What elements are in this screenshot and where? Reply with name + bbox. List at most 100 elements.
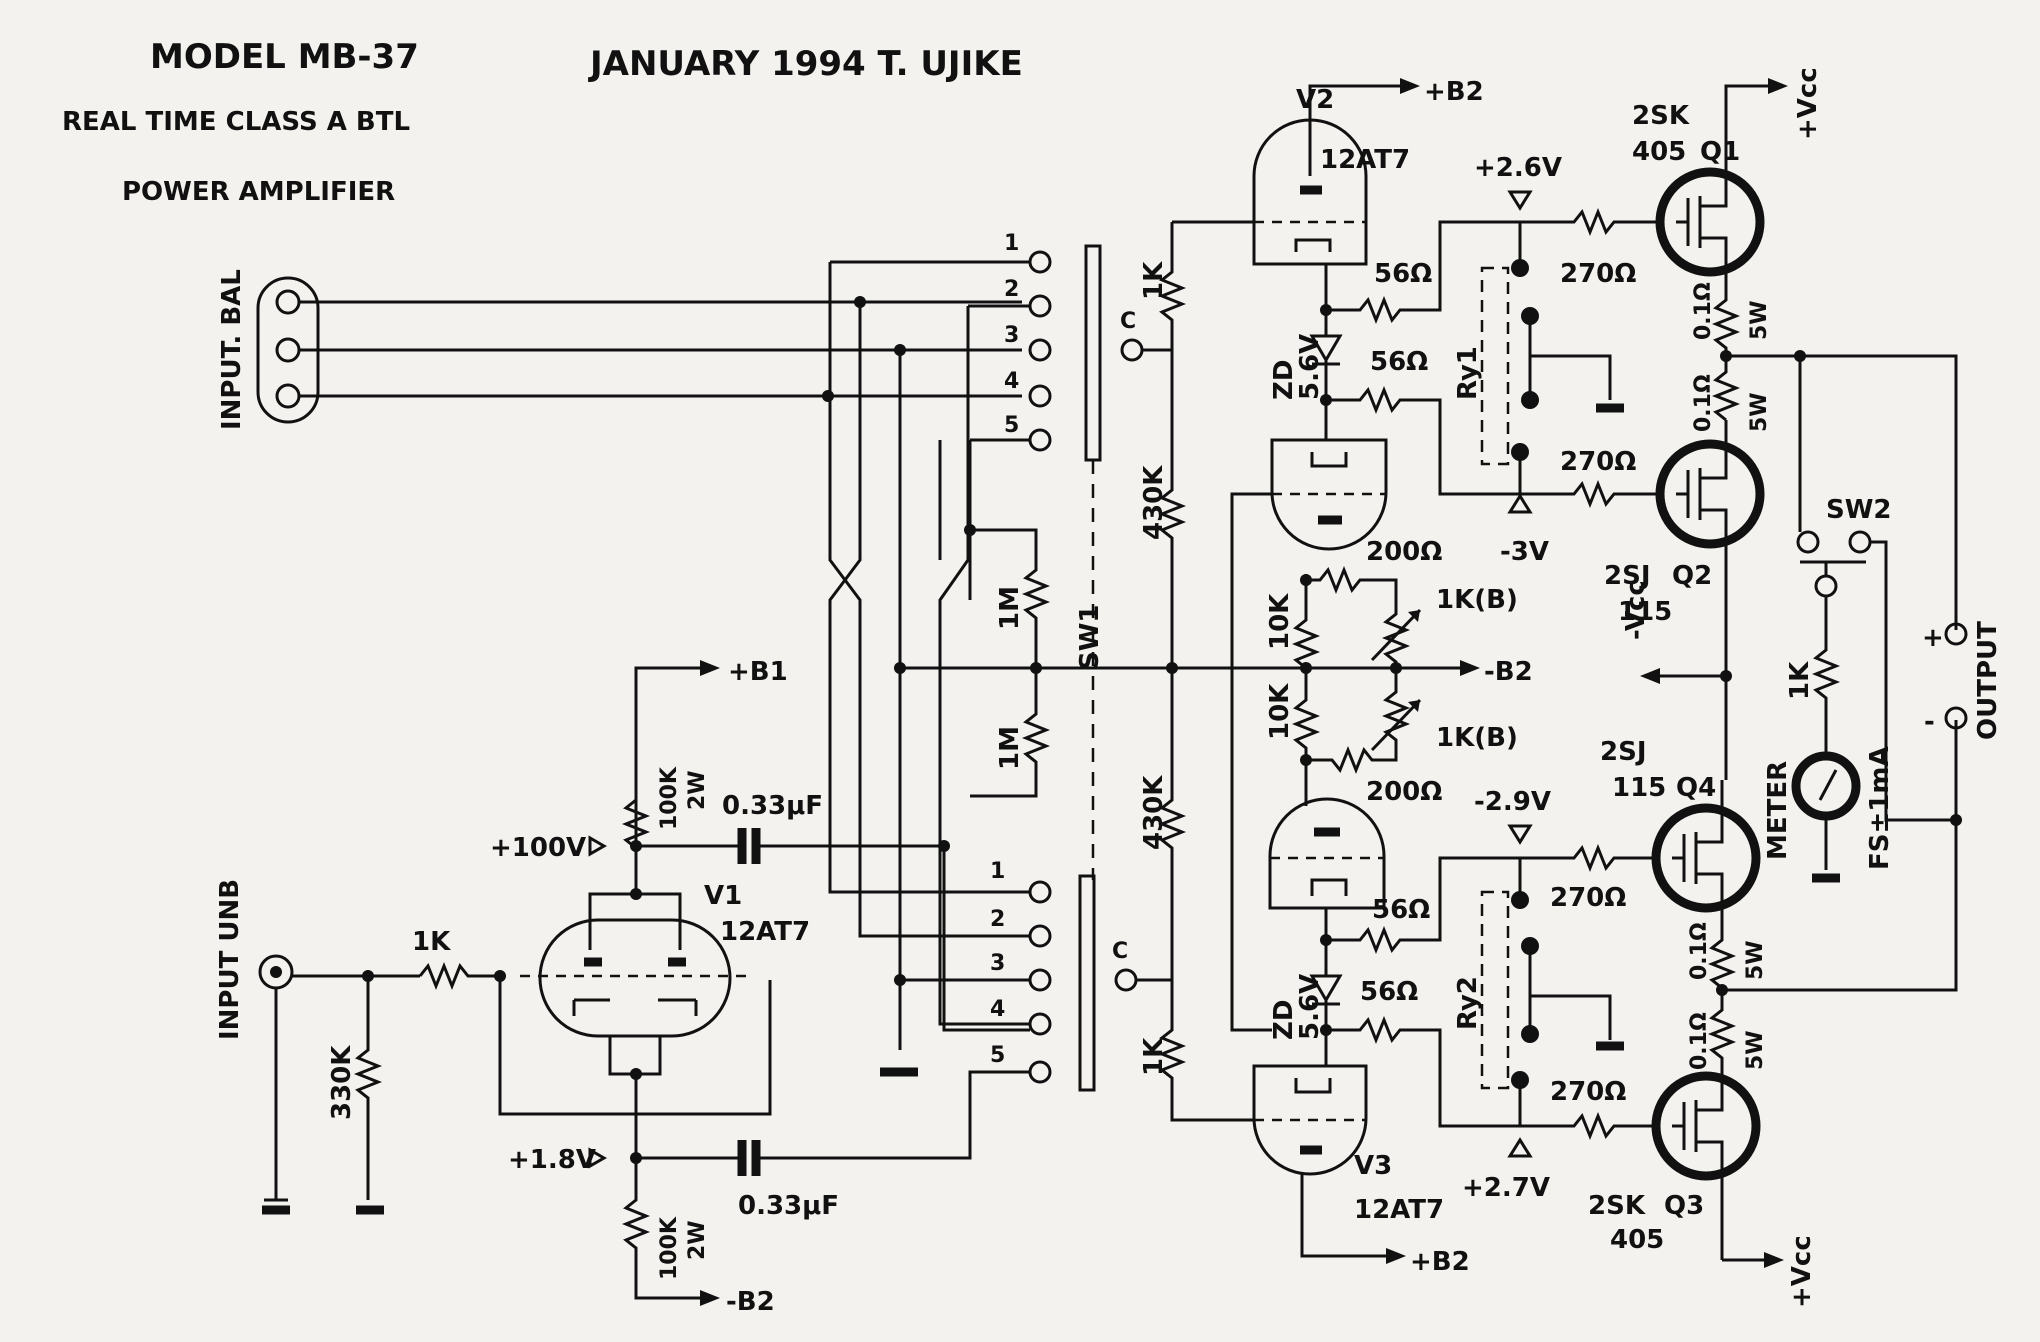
output-minus-terminal[interactable] (1944, 706, 1968, 730)
ry1-label: Ry1 (1453, 346, 1483, 400)
sw1-label: SW1 (1075, 605, 1105, 671)
v3-name: V3 (1354, 1151, 1392, 1181)
r2w-lower-label: 2W (685, 1220, 710, 1260)
r56-a-label: 56Ω (1374, 259, 1432, 289)
r100k-upper-label: 100K (657, 766, 682, 830)
v2-lower-tube (1270, 438, 1388, 551)
q4-type: 2SJ (1600, 737, 1647, 767)
date-author: JANUARY 1994 T. UJIKE (588, 44, 1023, 84)
q2-num: 115 (1618, 597, 1672, 627)
r5w-q4-label: 5W (1743, 940, 1768, 980)
r5w-q1-label: 5W (1747, 300, 1772, 340)
v1-type: 12AT7 (720, 917, 810, 947)
vcc-minus-label: -Vcc (1621, 580, 1651, 640)
q3-num: 405 (1610, 1225, 1664, 1255)
vcc-plus-bottom-label: +Vcc (1787, 1235, 1817, 1308)
v2-tube (1252, 118, 1368, 266)
q1-num: 405 (1632, 137, 1686, 167)
q2-type: 2SJ (1604, 561, 1651, 591)
sw1l-pos1: 1 (990, 859, 1005, 884)
r200-upper-label: 200Ω (1366, 537, 1442, 567)
r200-lower-label: 200Ω (1366, 777, 1442, 807)
r430k-upper-label: 430K (1139, 465, 1169, 540)
output-label: OUTPUT (1973, 621, 2003, 740)
sw1u-pos2: 2 (1004, 277, 1019, 302)
mosfet-q4 (1651, 780, 1761, 936)
r01-q3-label: 0.1Ω (1687, 1012, 1712, 1070)
q2-name: Q2 (1672, 561, 1712, 591)
r56-b-label: 56Ω (1370, 347, 1428, 377)
relay-ry2 (1480, 858, 1624, 1126)
r1kb-upper-label: 1K(B) (1436, 585, 1518, 615)
vm3-label: -3V (1500, 537, 1549, 567)
q1-type: 2SK (1632, 101, 1690, 131)
sw1l-pos3: 3 (990, 951, 1005, 976)
r1k-meter-label: 1K (1785, 661, 1815, 700)
r10k-lower-label: 10K (1265, 683, 1295, 740)
model-title: MODEL MB-37 (150, 37, 419, 77)
mosfet-q2 (1655, 420, 1765, 620)
v18-label: +1.8V (508, 1145, 596, 1175)
meter-fs-label: FS±1mA (1865, 746, 1895, 870)
mosfet-q3 (1651, 1071, 1761, 1260)
sw1u-pos4: 4 (1004, 369, 1019, 394)
sw1l-pos4: 4 (990, 997, 1005, 1022)
ry2-label: Ry2 (1453, 976, 1483, 1030)
v100-label: +100V (490, 833, 586, 863)
meter-label: METER (1763, 761, 1793, 860)
b2-minus-mid-label: -B2 (1484, 657, 1533, 687)
r270-q3-label: 270Ω (1550, 1077, 1626, 1107)
r2w-upper-label: 2W (685, 770, 710, 810)
q1-name: Q1 (1700, 137, 1740, 167)
unbalanced-input-jack (258, 954, 294, 990)
q3-type: 2SK (1588, 1191, 1646, 1221)
sw1u-pos1: 1 (1004, 231, 1019, 256)
r270-q2-label: 270Ω (1560, 447, 1636, 477)
input-bal-label: INPUT. BAL (217, 269, 247, 430)
v2-name: V2 (1296, 85, 1334, 115)
v3-upper-tube (1268, 797, 1386, 910)
r270-q1-label: 270Ω (1560, 259, 1636, 289)
r330k-label: 330K (327, 1045, 357, 1120)
zd-upper-label: ZD (1269, 360, 1299, 400)
v27-label: +2.7V (1462, 1173, 1550, 1203)
sw1l-common: C (1112, 939, 1128, 964)
q4-num: 115 (1612, 773, 1666, 803)
output-minus-label: - (1924, 707, 1935, 737)
r5w-q2-label: 5W (1747, 392, 1772, 432)
v3-tube (1252, 1064, 1368, 1176)
r100k-lower-label: 100K (657, 1216, 682, 1280)
b2-plus-bottom-label: +B2 (1410, 1247, 1470, 1277)
v26-label: +2.6V (1474, 153, 1562, 183)
r01-q1-label: 0.1Ω (1691, 282, 1716, 340)
r1m-upper-label: 1M (995, 586, 1025, 630)
sw1-upper-bank (1028, 244, 1144, 462)
zd-lower-voltage: 5.6V (1295, 974, 1325, 1040)
vm29-label: -2.9V (1474, 787, 1551, 817)
r01-q4-label: 0.1Ω (1687, 922, 1712, 980)
r10k-upper-label: 10K (1265, 593, 1295, 650)
sw1l-pos5: 5 (990, 1043, 1005, 1068)
r1k-input-label: 1K (412, 927, 451, 957)
sw1-lower-bank (1028, 874, 1138, 1092)
subtitle-line1: REAL TIME CLASS A BTL (62, 107, 410, 137)
sw2-switch[interactable] (1796, 530, 1872, 598)
sw1u-pos3: 3 (1004, 323, 1019, 348)
v2-type: 12AT7 (1320, 145, 1410, 175)
relay-ry1 (1480, 222, 1624, 494)
output-plus-terminal[interactable] (1944, 622, 1968, 646)
c033-upper-label: 0.33μF (722, 791, 823, 821)
r5w-q3-label: 5W (1743, 1030, 1768, 1070)
meter-gauge (1791, 751, 1861, 821)
r56-c-label: 56Ω (1372, 895, 1430, 925)
vcc-plus-top-label: +Vcc (1793, 67, 1823, 140)
v3-type: 12AT7 (1354, 1195, 1444, 1225)
r1k-sw-lower-label: 1K (1139, 1037, 1169, 1076)
output-plus-label: + (1922, 623, 1944, 653)
r430k-lower-label: 430K (1139, 775, 1169, 850)
r1k-sw-upper-label: 1K (1139, 261, 1169, 300)
c033-lower-label: 0.33μF (738, 1191, 839, 1221)
zd-upper-voltage: 5.6V (1295, 334, 1325, 400)
